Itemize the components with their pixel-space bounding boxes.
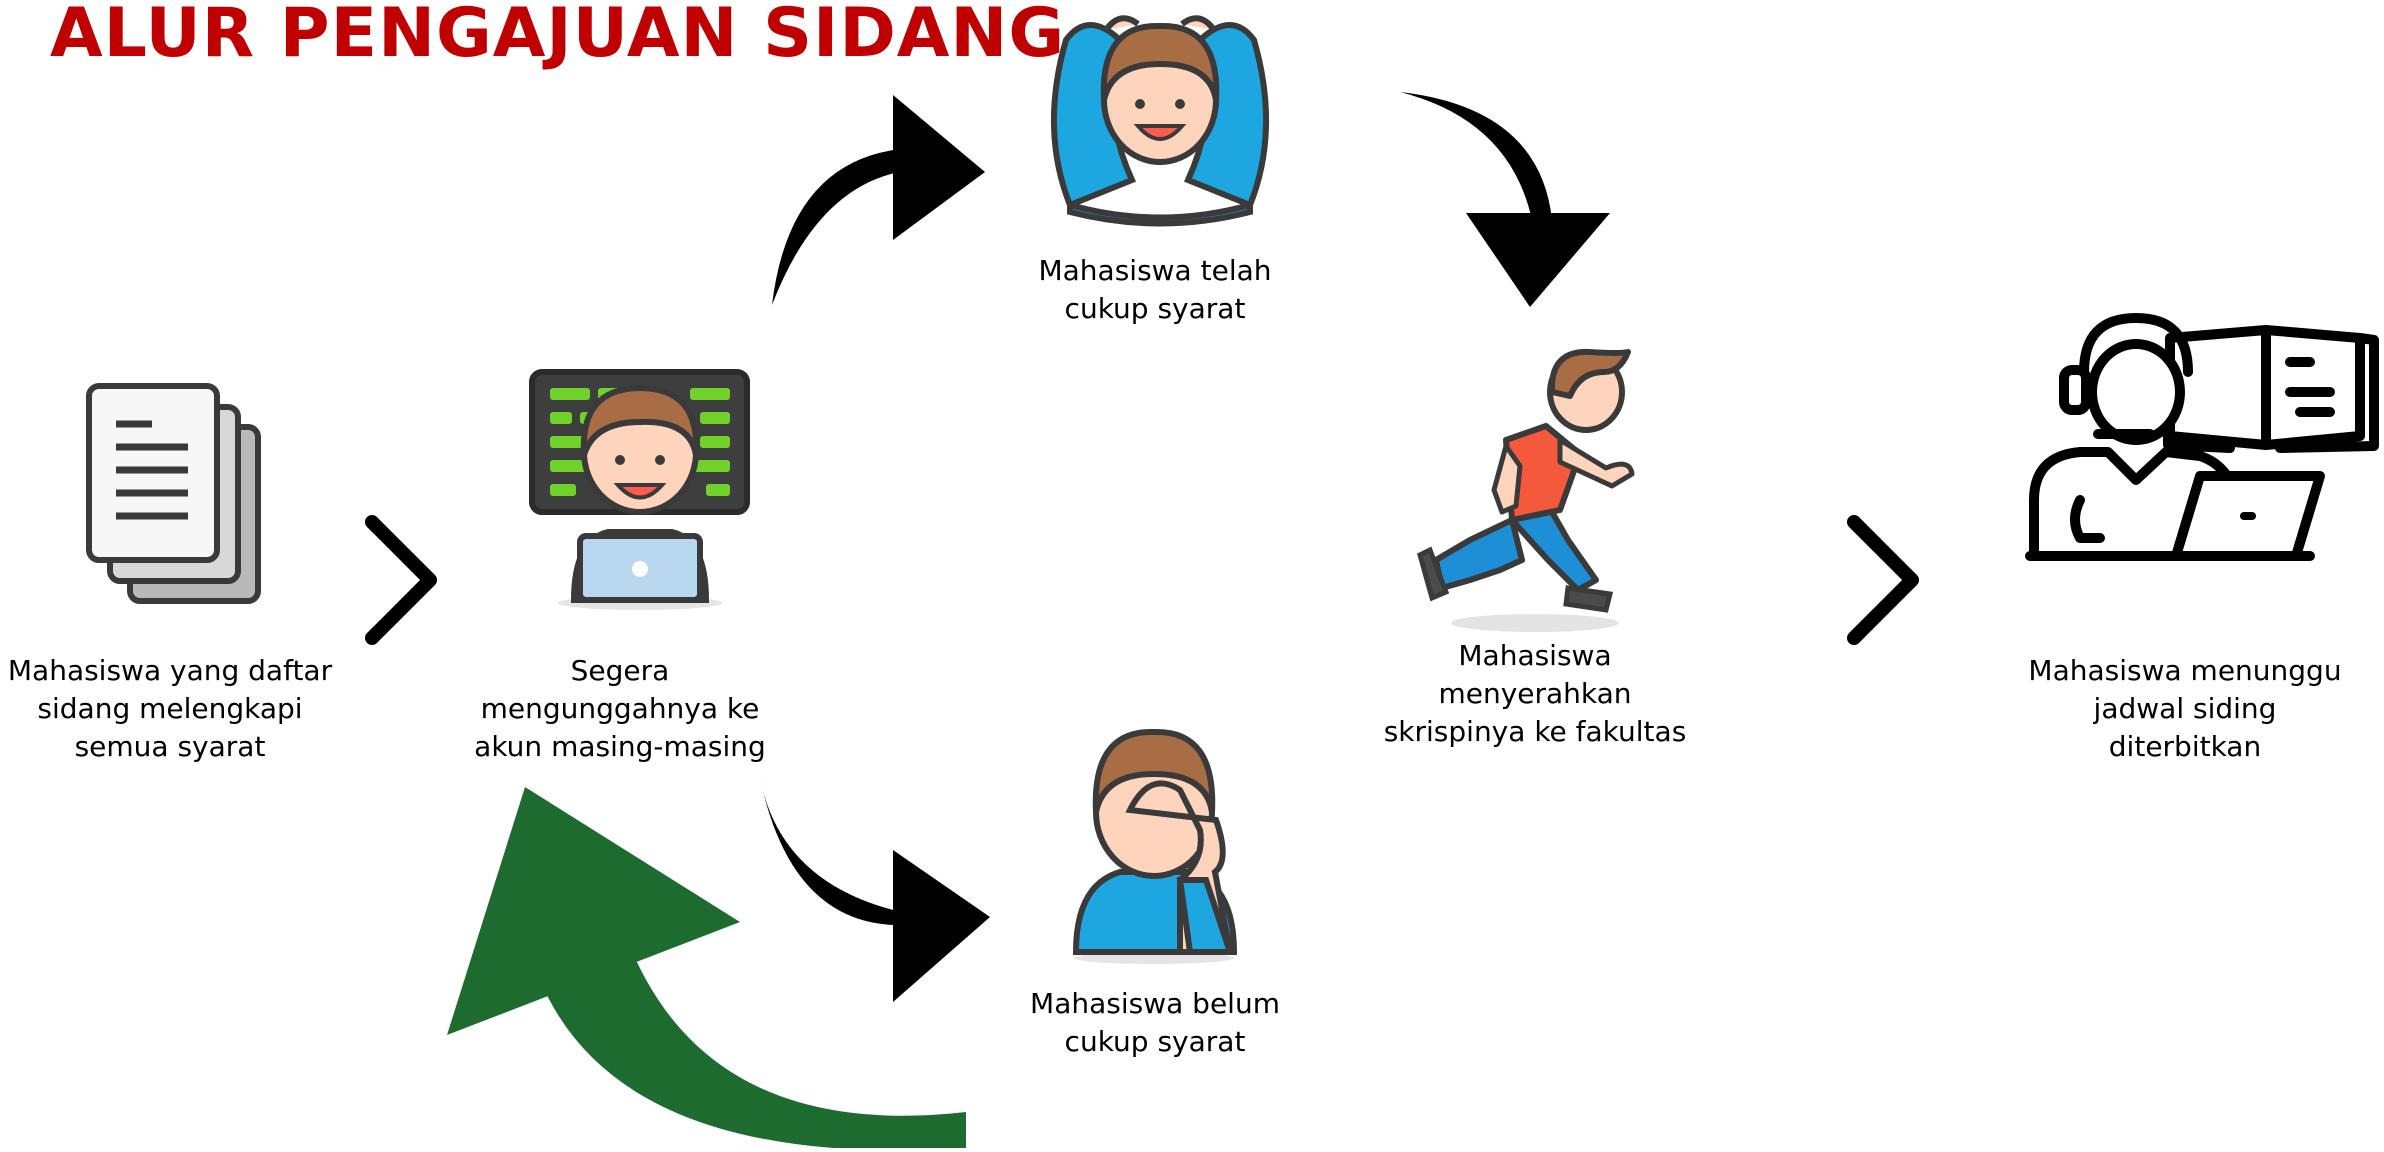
caption-line: menyerahkan — [1438, 677, 1632, 710]
caption-line: Mahasiswa menunggu — [2028, 654, 2342, 687]
return-arrow-icon — [447, 787, 966, 1151]
curved-arrow-down-icon — [1400, 92, 1610, 307]
caption-line: sidang melengkapi — [37, 692, 303, 725]
caption-line: cukup syarat — [1064, 1025, 1246, 1058]
caption-line: Segera — [570, 654, 670, 687]
step-daftar-caption: Mahasiswa yang daftar sidang melengkapi … — [0, 652, 340, 766]
operator-book-laptop-icon — [2025, 313, 2379, 561]
caption-line: Mahasiswa — [1458, 639, 1612, 672]
celebrating-person-icon — [1051, 15, 1269, 227]
step-unggah-caption: Segera mengunggahnya ke akun masing-masi… — [460, 652, 780, 766]
caption-line: diterbitkan — [2108, 730, 2262, 763]
step-belum-caption: Mahasiswa belum cukup syarat — [1010, 985, 1300, 1061]
chevron-right-icon — [365, 515, 437, 645]
caption-line: mengunggahnya ke — [480, 692, 760, 725]
caption-line: Mahasiswa yang daftar — [7, 654, 333, 687]
caption-line: cukup syarat — [1064, 292, 1246, 325]
facepalm-person-icon — [1072, 728, 1238, 964]
main-title: ALUR PENGAJUAN SIDANG — [50, 0, 1066, 73]
step-serahkan-caption: Mahasiswa menyerahkan skrispinya ke faku… — [1370, 637, 1700, 751]
caption-line: Mahasiswa telah — [1038, 254, 1272, 287]
caption-line: skrispinya ke fakultas — [1383, 715, 1687, 748]
step-cukup-caption: Mahasiswa telah cukup syarat — [1010, 252, 1300, 328]
document-stack-icon — [86, 383, 261, 604]
chevron-right-icon — [1847, 515, 1919, 645]
caption-line: Mahasiswa belum — [1030, 987, 1280, 1020]
developer-laptop-icon — [529, 369, 750, 610]
step-tunggu-caption: Mahasiswa menunggu jadwal siding diterbi… — [2010, 652, 2360, 766]
caption-line: akun masing-masing — [474, 730, 766, 763]
caption-line: semua syarat — [74, 730, 266, 763]
running-person-icon — [1417, 348, 1635, 632]
caption-line: jadwal siding — [2093, 692, 2277, 725]
curved-arrow-up-icon — [772, 95, 985, 305]
curved-arrow-right-icon — [760, 778, 990, 1002]
